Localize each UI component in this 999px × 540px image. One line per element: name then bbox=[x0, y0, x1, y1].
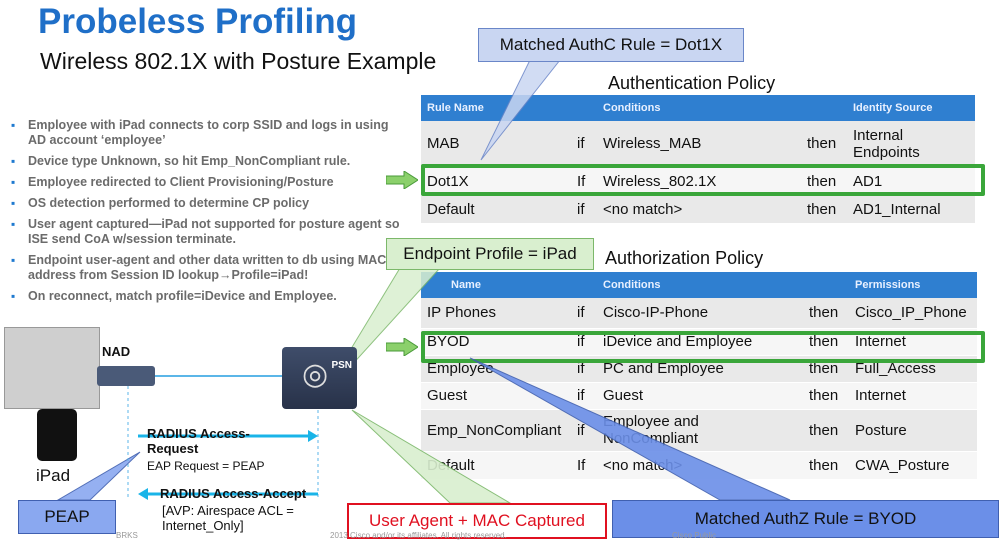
arrow-right-icon bbox=[308, 430, 318, 442]
green-arrow-icon bbox=[386, 171, 418, 189]
col-permissions: Permissions bbox=[849, 272, 977, 298]
bullet-item: User agent captured—iPad not supported f… bbox=[8, 217, 408, 247]
authc-pointer bbox=[480, 59, 562, 161]
page-title: Probeless Profiling bbox=[38, 2, 357, 41]
authz-pointer bbox=[469, 357, 791, 501]
psn-label: PSN bbox=[331, 360, 352, 371]
radius-request-label: RADIUS Access-Request bbox=[147, 426, 250, 456]
nad-label: NAD bbox=[102, 344, 131, 359]
bullet-list: Employee with iPad connects to corp SSID… bbox=[8, 118, 408, 310]
authc-callout: Matched AuthC Rule = Dot1X bbox=[478, 28, 744, 62]
bullet-item: OS detection performed to determine CP p… bbox=[8, 196, 408, 211]
page-subtitle: Wireless 802.1X with Posture Example bbox=[40, 48, 437, 74]
col-rule-name: Rule Name bbox=[421, 95, 571, 121]
bullet-item: Endpoint user-agent and other data writt… bbox=[8, 253, 408, 283]
authz-callout: Matched AuthZ Rule = BYOD bbox=[612, 500, 999, 538]
peap-callout: PEAP bbox=[18, 500, 116, 534]
arrow-left-icon bbox=[138, 488, 148, 500]
authc-match-highlight bbox=[421, 164, 985, 196]
fingerprint-icon: ◎ bbox=[302, 358, 329, 391]
psn-server-icon: ◎ PSN bbox=[282, 347, 357, 409]
authz-header-row: Name Conditions Permissions bbox=[421, 272, 977, 298]
col-conditions: Conditions bbox=[597, 95, 801, 121]
authz-policy-title: Authorization Policy bbox=[605, 248, 764, 268]
footer-left: BRKS bbox=[116, 531, 138, 540]
switch-icon bbox=[97, 366, 155, 386]
ipad-label: iPad bbox=[36, 466, 71, 485]
radius-accept-label: RADIUS Access-Accept bbox=[160, 486, 307, 501]
green-arrow-icon bbox=[386, 338, 418, 356]
radius-request-detail: EAP Request = PEAP bbox=[147, 459, 265, 473]
bullet-item: Device type Unknown, so hit Emp_NonCompl… bbox=[8, 154, 408, 169]
col-identity-source: Identity Source bbox=[847, 95, 975, 121]
bullet-item: On reconnect, match profile=iDevice and … bbox=[8, 289, 408, 304]
useragent-pointer bbox=[351, 409, 512, 504]
bullet-item: Employee redirected to Client Provisioni… bbox=[8, 175, 408, 190]
col-conditions: Conditions bbox=[597, 272, 803, 298]
laptop-screenshot bbox=[4, 327, 100, 409]
authc-header-row: Rule Name Conditions Identity Source bbox=[421, 95, 975, 121]
footer-copyright: 2013 Cisco and/or its affiliates. All ri… bbox=[330, 531, 507, 540]
authc-policy-title: Authentication Policy bbox=[608, 73, 776, 93]
authc-policy-table: Rule Name Conditions Identity Source MAB… bbox=[421, 95, 975, 224]
authz-match-highlight bbox=[421, 331, 985, 363]
col-name: Name bbox=[421, 272, 571, 298]
user-agent-callout: User Agent + MAC Captured bbox=[347, 503, 607, 539]
radius-accept-detail: [AVP: Airespace ACL = Internet_Only] bbox=[162, 503, 294, 533]
bullet-item: Employee with iPad connects to corp SSID… bbox=[8, 118, 408, 148]
ipad-icon bbox=[37, 409, 77, 461]
endpoint-profile-callout: Endpoint Profile = iPad bbox=[386, 238, 594, 270]
footer-right: Cisco Public bbox=[672, 531, 717, 540]
